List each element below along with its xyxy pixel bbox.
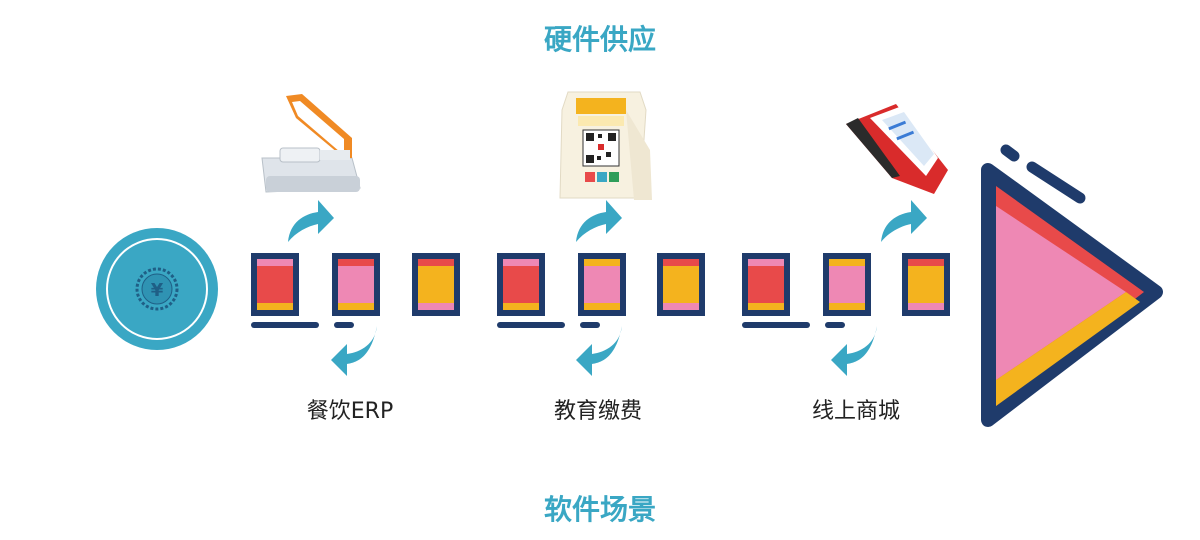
card xyxy=(332,253,380,316)
software-scenarios-title: 软件场景 xyxy=(543,493,656,526)
card xyxy=(657,253,705,316)
underline-long xyxy=(497,322,565,328)
scene-label-mall: 线上商城 xyxy=(811,399,900,424)
coin-icon: ¥ xyxy=(96,228,218,350)
card xyxy=(823,253,871,316)
arrow-up-icon xyxy=(576,200,622,242)
underline-short xyxy=(825,322,845,328)
arrow-down-icon xyxy=(331,326,377,376)
underline-long xyxy=(742,322,810,328)
scene-label-catering: 餐饮ERP xyxy=(306,399,394,424)
card xyxy=(251,253,299,316)
card xyxy=(578,253,626,316)
card-group-3 xyxy=(742,253,950,328)
card xyxy=(902,253,950,316)
arrow-down-icon xyxy=(576,326,622,376)
card xyxy=(742,253,790,316)
card-group-1 xyxy=(251,253,460,328)
qr-payment-stand-icon xyxy=(559,91,652,200)
card xyxy=(497,253,545,316)
card-group-2 xyxy=(497,253,705,328)
arrow-up-icon xyxy=(881,200,927,242)
play-triangle-icon xyxy=(981,144,1163,427)
underline-short xyxy=(334,322,354,328)
handheld-pos-icon xyxy=(846,104,948,194)
arrow-up-icon xyxy=(288,200,334,242)
card xyxy=(412,253,460,316)
hardware-supply-title: 硬件供应 xyxy=(543,23,656,56)
pos-terminal-icon xyxy=(261,94,361,193)
coin-symbol: ¥ xyxy=(151,280,164,301)
underline-long xyxy=(251,322,319,328)
scene-label-education: 教育缴费 xyxy=(553,399,642,424)
underline-short xyxy=(580,322,600,328)
arrow-down-icon xyxy=(831,326,877,376)
